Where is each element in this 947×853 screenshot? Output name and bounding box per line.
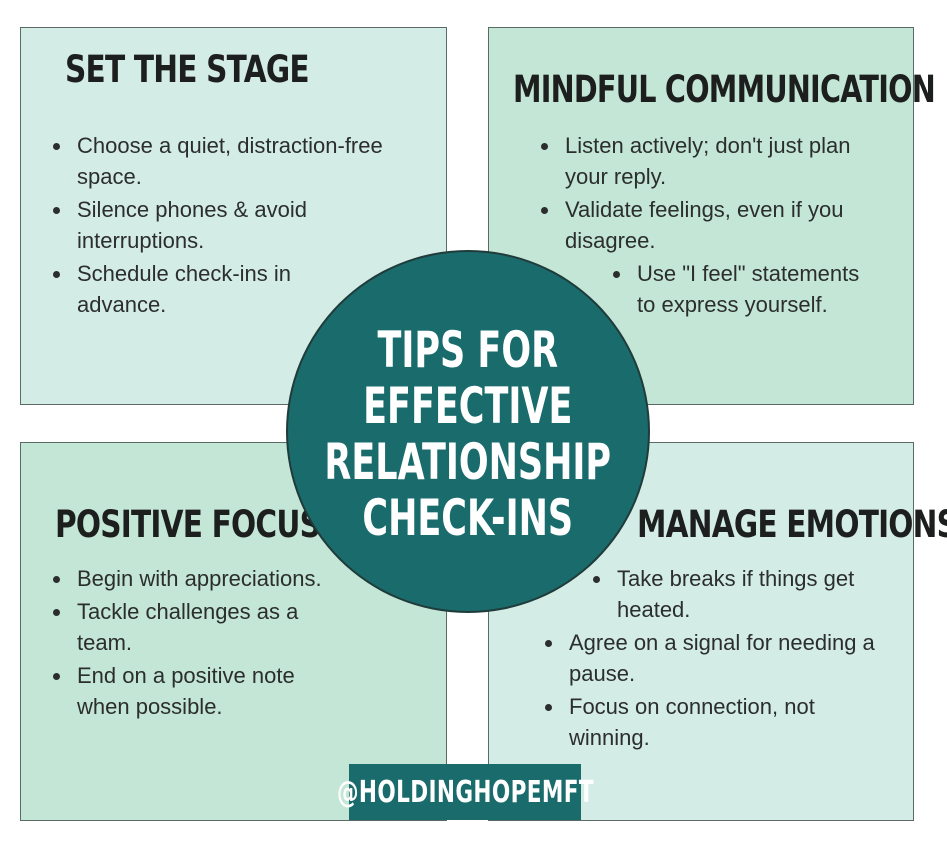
main-title-line: RELATIONSHIP bbox=[324, 432, 612, 491]
social-handle-badge: @HOLDINGHOPEMFT bbox=[337, 764, 593, 820]
tip-item: Schedule check-ins in advance. bbox=[53, 258, 383, 320]
section-title: MANAGE EMOTIONS bbox=[637, 503, 947, 546]
tip-item: Tackle challenges as a team. bbox=[53, 596, 323, 658]
main-title-line: CHECK-INS bbox=[362, 488, 574, 547]
tip-item: Begin with appreciations. bbox=[53, 563, 323, 594]
social-handle: @HOLDINGHOPEMFT bbox=[336, 774, 594, 810]
tip-item: Silence phones & avoid interruptions. bbox=[53, 194, 383, 256]
tip-item: Agree on a signal for needing a pause. bbox=[545, 627, 895, 689]
tip-item: Take breaks if things get heated. bbox=[593, 563, 895, 625]
main-title-line: TIPS FOR bbox=[377, 320, 559, 379]
center-title-circle: TIPS FOR EFFECTIVE RELATIONSHIP CHECK-IN… bbox=[286, 250, 650, 613]
tip-list: Begin with appreciations. Tackle challen… bbox=[53, 563, 323, 724]
panel-set-the-stage: SET THE STAGE Choose a quiet, distractio… bbox=[20, 27, 447, 405]
tip-list: Take breaks if things get heated. Agree … bbox=[545, 563, 895, 755]
tip-item: Choose a quiet, distraction-free space. bbox=[53, 130, 383, 192]
main-title: TIPS FOR EFFECTIVE RELATIONSHIP CHECK-IN… bbox=[325, 322, 612, 546]
tip-list: Listen actively; don't just plan your re… bbox=[541, 130, 871, 322]
main-title-line: EFFECTIVE bbox=[363, 376, 573, 435]
tip-item: Focus on connection, not winning. bbox=[545, 691, 895, 753]
tip-item: Validate feelings, even if you disagree. bbox=[541, 194, 871, 256]
tip-list: Choose a quiet, distraction-free space. … bbox=[53, 130, 383, 322]
section-title: POSITIVE FOCUS bbox=[55, 503, 321, 546]
tip-item: Listen actively; don't just plan your re… bbox=[541, 130, 871, 192]
section-title: MINDFUL COMMUNICATION bbox=[513, 68, 936, 111]
tip-item: Use "I feel" statements to express yours… bbox=[613, 258, 871, 320]
section-title: SET THE STAGE bbox=[65, 48, 310, 91]
tip-item: End on a positive note when possible. bbox=[53, 660, 323, 722]
